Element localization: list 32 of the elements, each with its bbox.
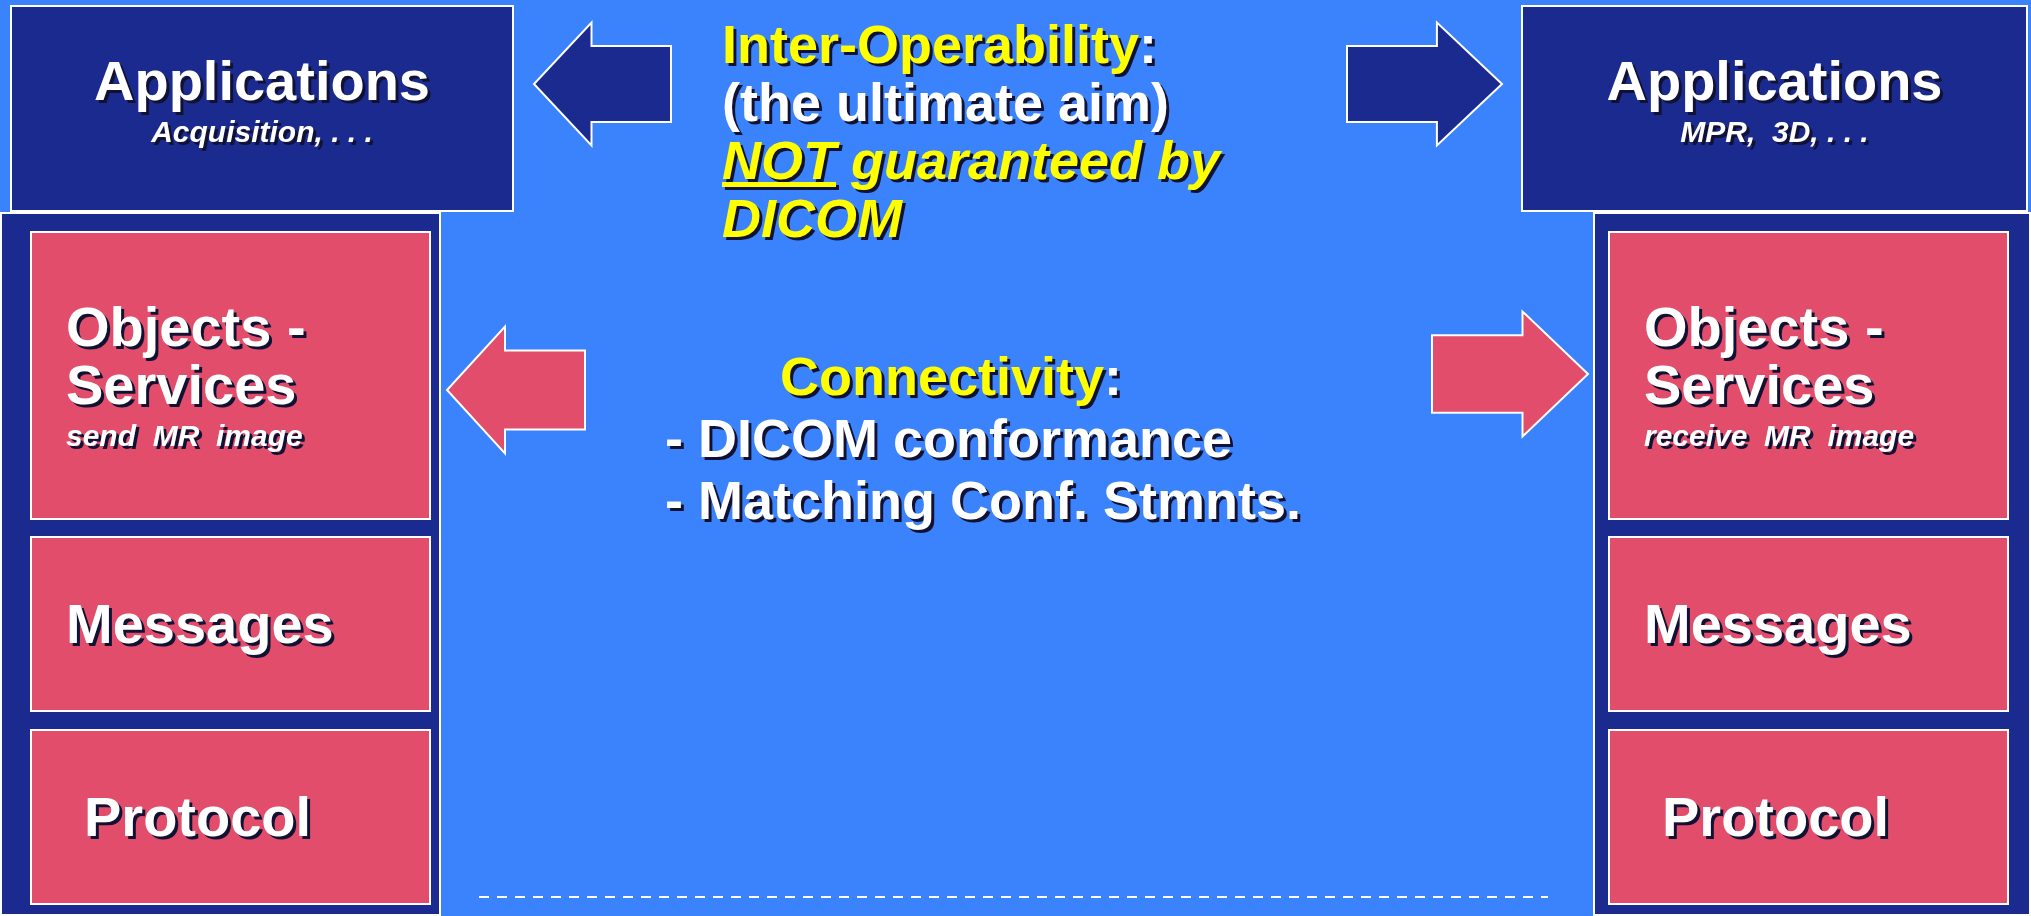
layer-title: Objects - Services — [66, 297, 307, 414]
layer-subtitle: MPR, 3D, . . . — [1680, 113, 1869, 150]
application-box — [1521, 5, 2028, 212]
layer-box — [30, 729, 431, 905]
body-text: - Matching Conf. Stmnts. — [665, 469, 1302, 531]
layer-box — [1608, 231, 2009, 520]
layer-subtitle: send MR image — [66, 417, 304, 454]
layer-box — [30, 536, 431, 712]
layer-title: Protocol — [84, 788, 313, 846]
layer-box — [1608, 729, 2009, 905]
layer-title: Applications — [94, 51, 430, 110]
layer-title: Messages — [1644, 595, 1913, 653]
stack-column — [0, 212, 441, 916]
heading-text: Inter-Operability: — [722, 15, 1159, 73]
application-box — [10, 5, 514, 212]
body-text: (the ultimate aim) — [722, 73, 1171, 131]
heading-text: Connectivity: — [779, 345, 1124, 407]
block-arrow — [532, 19, 672, 149]
block-arrow — [1431, 309, 1590, 439]
layer-title: Messages — [66, 595, 335, 653]
block-arrow — [445, 323, 586, 457]
layer-title: Protocol — [1662, 788, 1891, 846]
stack-column — [1593, 212, 2031, 916]
body-text: NOT guaranteed by DICOM — [722, 131, 1223, 247]
layer-title: Objects - Services — [1644, 297, 1885, 414]
layer-box — [1608, 536, 2009, 712]
body-text: - DICOM conformance — [665, 407, 1234, 469]
layer-subtitle: receive MR image — [1644, 417, 1916, 454]
layer-title: Applications — [1606, 51, 1943, 110]
layer-box — [30, 231, 431, 520]
layer-subtitle: Acquisition, . . . — [151, 113, 373, 150]
block-arrow — [1346, 20, 1504, 148]
